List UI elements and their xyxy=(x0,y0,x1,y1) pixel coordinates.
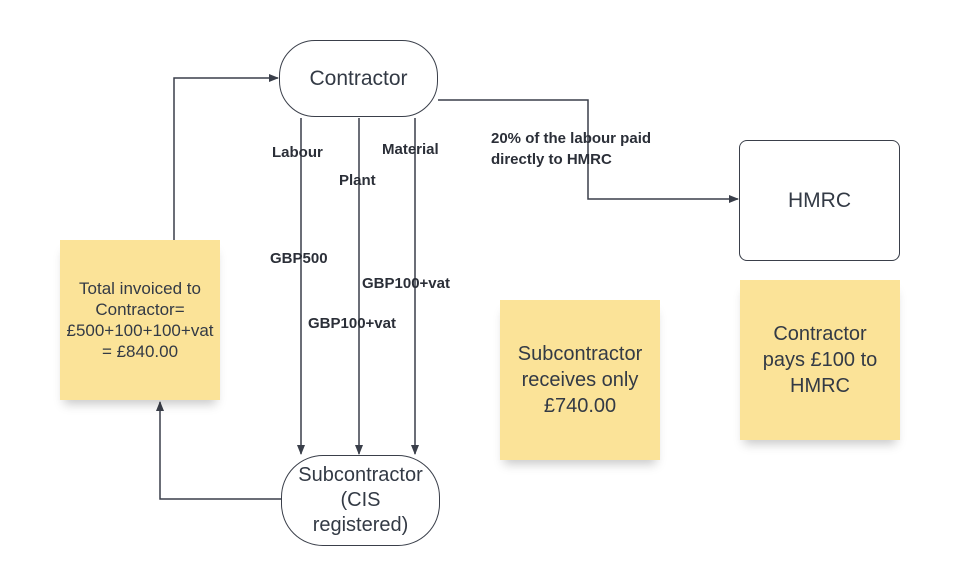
hmrc-payment-label-line2: directly to HMRC xyxy=(491,151,612,168)
contractor-label: Contractor xyxy=(309,66,408,90)
sub-note-line2: receives only xyxy=(521,369,639,391)
pay-note-line2: pays £100 to xyxy=(762,349,878,371)
subcontractor-to-invoice-arrow xyxy=(156,401,281,500)
invoice-note-line3: £500+100+100+vat xyxy=(66,321,214,340)
pay-note-line3: HMRC xyxy=(790,375,850,397)
contractor-to-hmrc-arrow xyxy=(438,99,739,203)
invoice-note-line2: Contractor= xyxy=(95,300,185,319)
hmrc-node: HMRC xyxy=(739,140,900,261)
sub-note-line1: Subcontractor xyxy=(517,343,643,365)
sub-note-line3: £740.00 xyxy=(543,395,617,417)
material-amount-label: GBP100+vat xyxy=(362,275,450,292)
invoice-to-contractor-arrow xyxy=(173,74,279,240)
subcontractor-receives-note: Subcontractor receives only £740.00 xyxy=(500,300,660,460)
labour-amount-label: GBP500 xyxy=(270,250,328,267)
subcontractor-label-line1: Subcontractor xyxy=(298,464,423,486)
hmrc-payment-label: 20% of the labour paid directly to HMRC xyxy=(491,128,651,170)
hmrc-payment-label-line1: 20% of the labour paid xyxy=(491,130,652,147)
pay-note-line1: Contractor xyxy=(773,323,867,345)
subcontractor-node: Subcontractor (CIS registered) xyxy=(281,455,440,546)
plant-label: Plant xyxy=(339,172,376,189)
material-label: Material xyxy=(382,141,439,158)
subcontractor-label-line3: registered) xyxy=(312,514,409,536)
invoice-note-line1: Total invoiced to xyxy=(79,279,201,298)
contractor-node: Contractor xyxy=(279,40,438,117)
invoice-total-note: Total invoiced to Contractor= £500+100+1… xyxy=(60,240,220,400)
contractor-pays-note: Contractor pays £100 to HMRC xyxy=(740,280,900,440)
subcontractor-label-line2: (CIS xyxy=(340,489,381,511)
hmrc-label: HMRC xyxy=(788,188,851,212)
plant-amount-label: GBP100+vat xyxy=(308,315,396,332)
labour-label: Labour xyxy=(272,144,323,161)
invoice-note-line4: = £840.00 xyxy=(101,342,179,361)
